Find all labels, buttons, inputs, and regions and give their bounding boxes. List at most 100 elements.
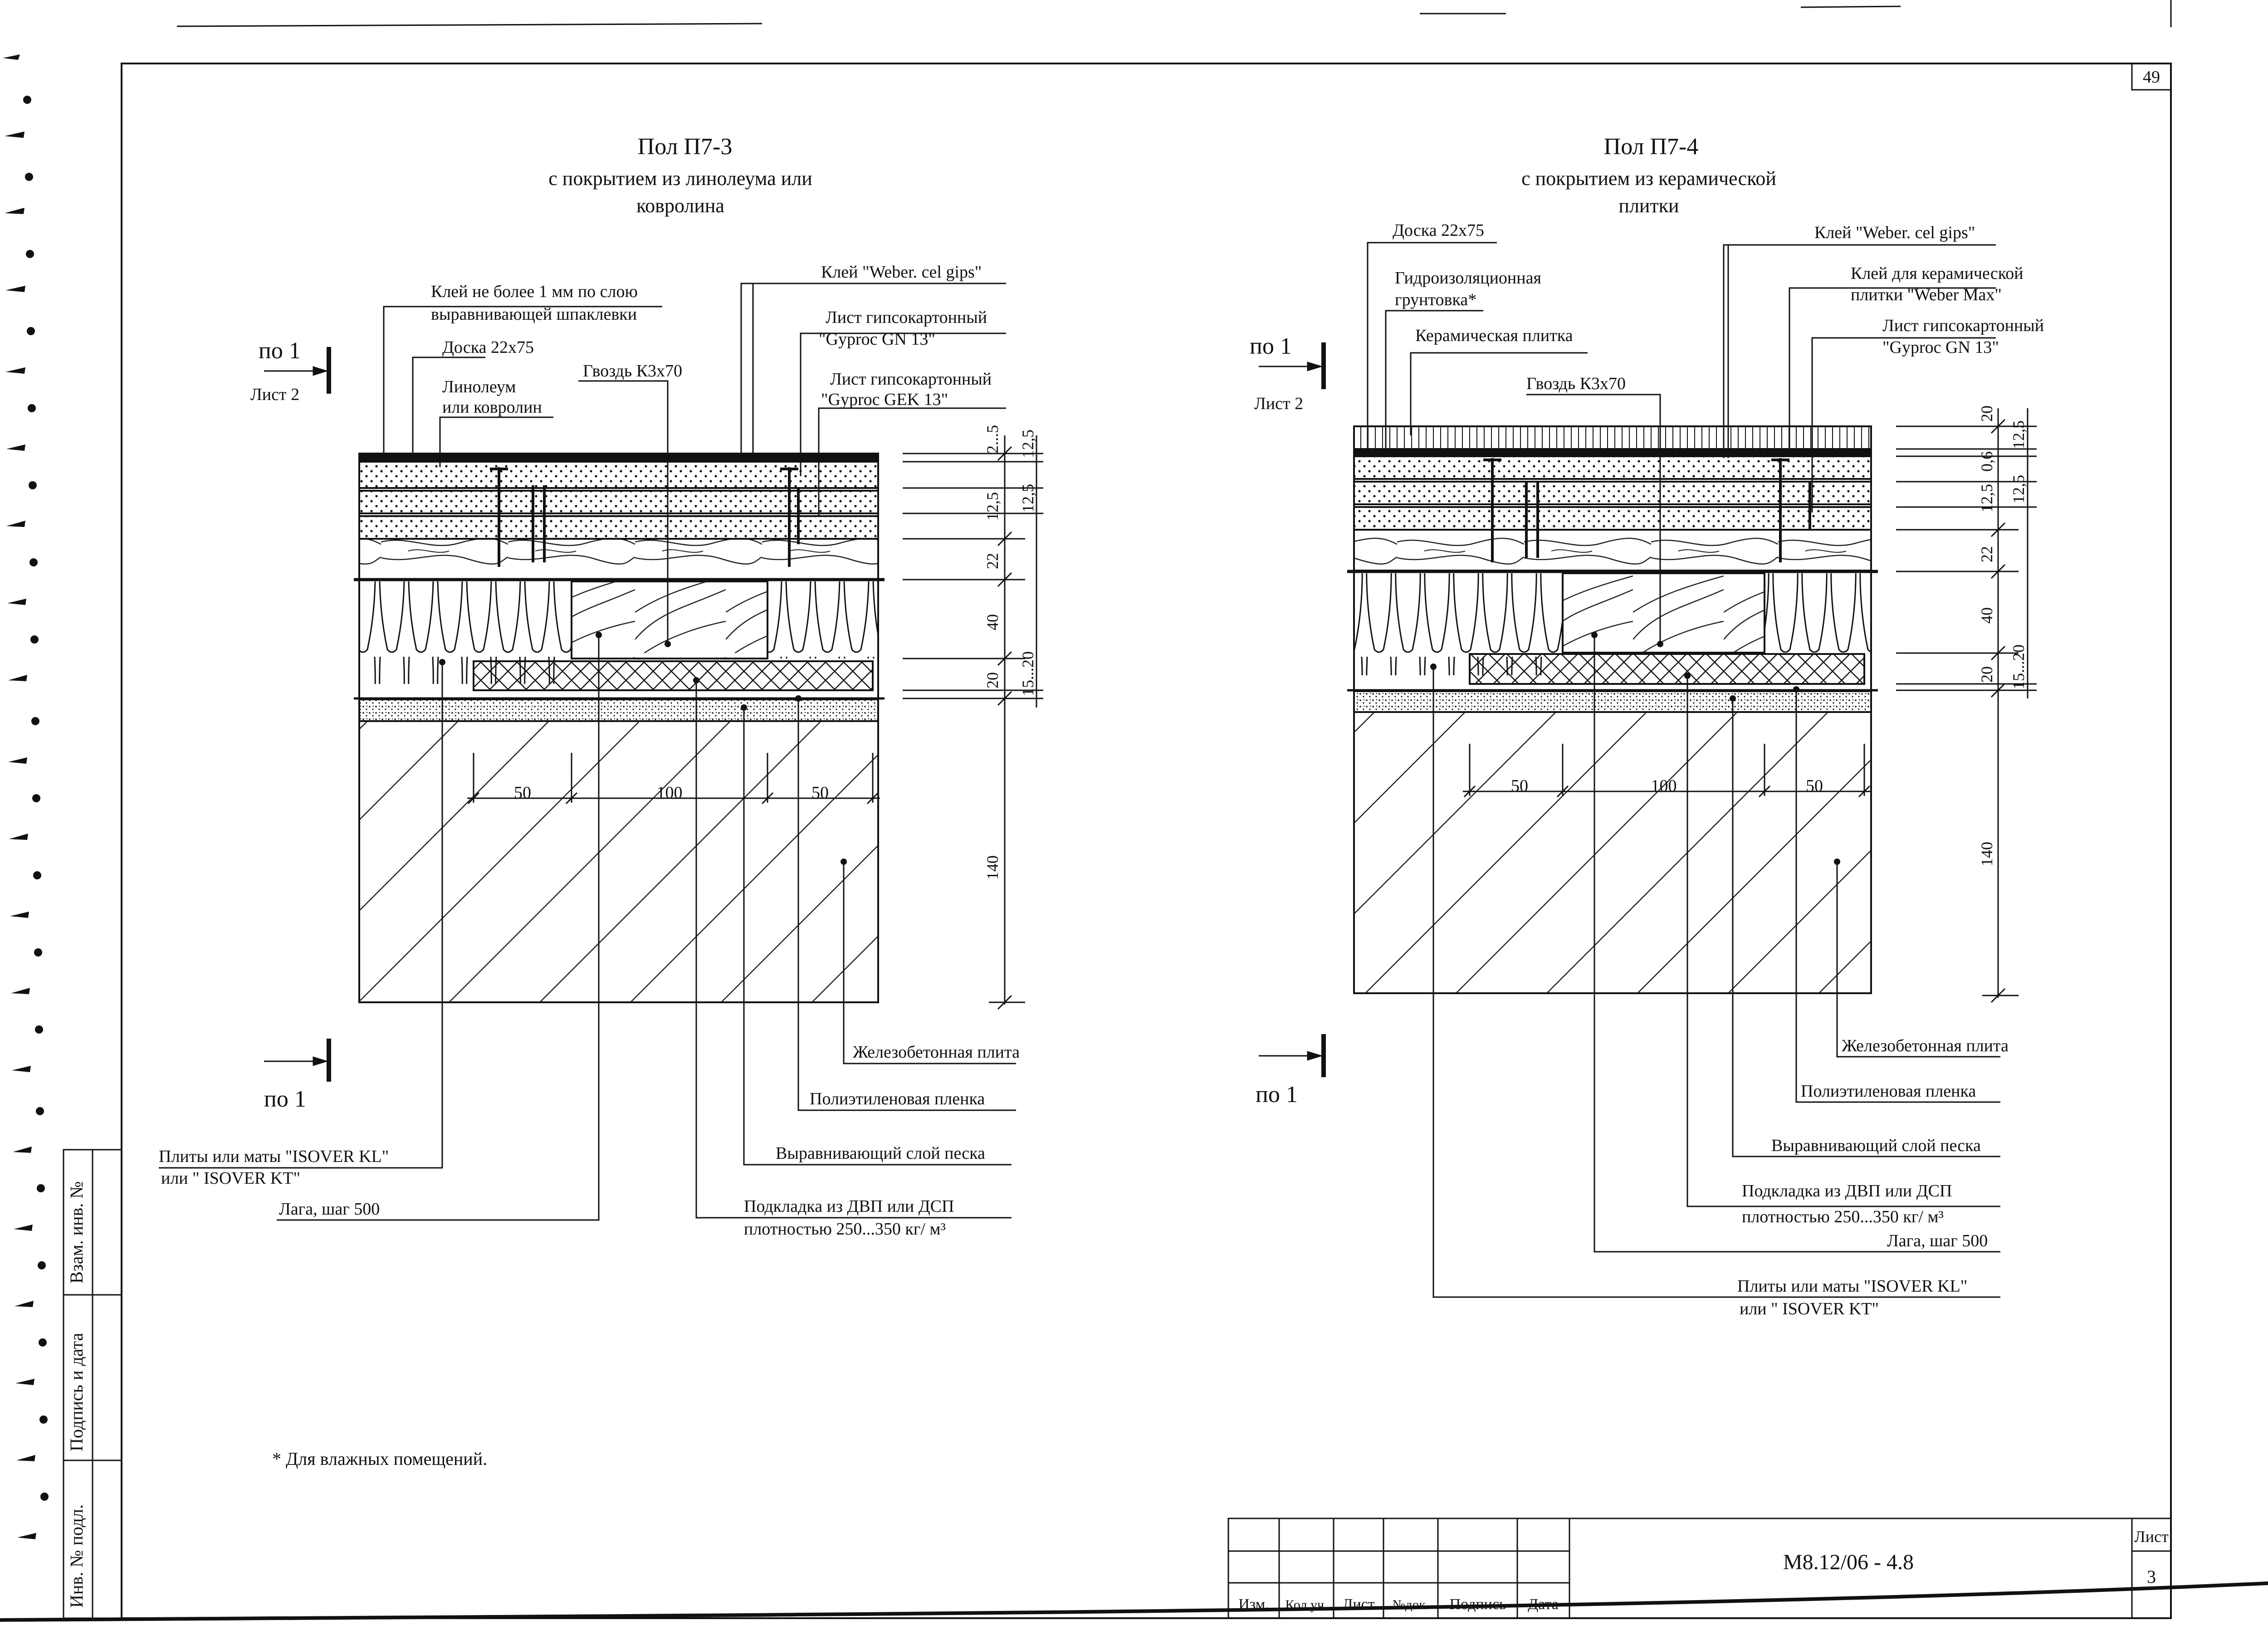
right-leaders — [1367, 242, 2000, 1298]
binding-holes — [3, 54, 49, 1539]
left-dim-w1: 50 — [514, 783, 531, 802]
left-dim-joist: 40 — [983, 614, 1002, 630]
right-label-slab: Железобетонная плита — [1842, 1036, 2009, 1055]
left-insulation-right — [767, 581, 878, 659]
left-label-gkl-gn-2: "Gyproc GN 13" — [819, 330, 935, 349]
stamp-izm: Изм. — [1238, 1596, 1269, 1613]
left-label-gkl-gek-1: Лист гипсокартонный — [830, 370, 992, 389]
right-section-marker-top — [1259, 342, 1326, 389]
right-dim-board: 22 — [1978, 546, 1996, 562]
right-dim-slab: 140 — [1978, 842, 1996, 866]
left-subtitle-2: ковролина — [636, 195, 724, 217]
left-label-weber: Клей "Weber. cel gips" — [821, 263, 982, 282]
side-label-inv: Инв. № подл. — [66, 1504, 87, 1608]
left-label-linoleum-1: Линолеум — [442, 377, 516, 396]
right-dim-gkl-3: 12,5 — [1978, 484, 1996, 512]
doc-code: М8.12/06 - 4.8 — [1783, 1550, 1914, 1574]
side-stamp — [63, 1149, 122, 1619]
right-label-joist: Лага, шаг 500 — [1887, 1231, 1988, 1250]
right-insulation-right — [1765, 573, 1871, 653]
left-label-slab: Железобетонная плита — [853, 1043, 1020, 1062]
left-label-pad-2: плотностью 250...350 кг/ м³ — [744, 1220, 946, 1239]
left-gkl-bottom — [358, 515, 879, 540]
left-label-gkl-gn-1: Лист гипсокартонный — [826, 308, 987, 327]
right-gkl-middle — [1353, 481, 1872, 505]
left-gkl-middle — [358, 490, 879, 514]
left-dim-gkl-2: 12,5 — [1019, 484, 1037, 512]
left-gkl-top — [358, 461, 879, 489]
sheet-value: 3 — [2147, 1566, 2156, 1587]
left-pad — [473, 660, 874, 691]
right-dim-w1: 50 — [1511, 776, 1528, 795]
sheet-label: Лист — [2134, 1527, 2169, 1546]
page-number-box — [2131, 63, 2172, 91]
title-block — [1227, 1518, 2172, 1619]
right-title: Пол П7-4 — [1604, 134, 1699, 160]
footnote: * Для влажных помещений. — [272, 1449, 487, 1469]
right-label-pad-2: плотностью 250...350 кг/ м³ — [1742, 1207, 1944, 1226]
right-dimensions — [1896, 408, 2037, 1003]
stamp-podpis: Подпись — [1450, 1596, 1506, 1613]
right-sand-layer — [1353, 690, 1872, 713]
right-label-sand: Выравнивающий слой песка — [1771, 1136, 1981, 1155]
left-dim-board: 22 — [983, 553, 1002, 569]
right-gkl-bottom — [1353, 506, 1872, 531]
right-tile-layer — [1353, 425, 1872, 450]
left-dim-pad: 20 — [983, 672, 1002, 688]
left-label-linoleum-2: или ковролин — [442, 398, 542, 417]
left-floor-section — [354, 453, 885, 1003]
left-label-sand: Выравнивающий слой песка — [776, 1144, 985, 1163]
left-dim-glue: 2...5 — [983, 425, 1002, 454]
left-dim-sand: 15...20 — [1019, 651, 1037, 696]
left-section-mark-top: по 1 — [259, 338, 301, 364]
stamp-list: Лист — [1342, 1596, 1374, 1613]
side-label-replace: Взам. инв. № — [66, 1181, 87, 1283]
left-subtitle-1: с покрытием из линолеума или — [548, 167, 812, 190]
right-label-gkl-2: "Gyproc GN 13" — [1882, 338, 1999, 357]
stamp-data: Дата — [1528, 1596, 1559, 1613]
right-label-isover-1: Плиты или маты "ISOVER KL" — [1737, 1277, 1967, 1296]
right-detail: Пол П7-4 с покрытием из керамической пли… — [1250, 134, 2044, 1318]
right-dim-pad: 20 — [1978, 666, 1996, 683]
left-title: Пол П7-3 — [638, 134, 733, 160]
right-dim-gkl-2: 12,5 — [2009, 475, 2028, 503]
right-label-primer-1: Гидроизоляционная — [1395, 268, 1541, 288]
right-label-gkl-1: Лист гипсокартонный — [1882, 316, 2044, 335]
right-gkl-top — [1353, 455, 1872, 480]
right-label-board: Доска 22х75 — [1393, 221, 1484, 240]
right-section-marker-bottom — [1259, 1034, 1326, 1077]
right-horizontal-dims — [1463, 744, 1871, 798]
left-label-joist: Лага, шаг 500 — [279, 1200, 380, 1219]
left-dim-w2: 100 — [657, 783, 683, 802]
right-pad — [1469, 653, 1865, 685]
left-label-pad-1: Подкладка из ДВП или ДСП — [744, 1197, 954, 1216]
right-label-tile-glue-1: Клей для керамической — [1851, 264, 2024, 283]
left-label-film: Полиэтиленовая пленка — [810, 1089, 985, 1108]
left-joist — [571, 581, 768, 659]
left-label-glue-2: выравнивающей шпаклевки — [431, 305, 637, 324]
left-label-isover-2: или " ISOVER KT" — [161, 1169, 300, 1188]
left-label-nail: Гвоздь К3х70 — [583, 361, 682, 381]
left-section-marker-bottom — [264, 1039, 331, 1082]
left-slab — [358, 720, 879, 1003]
left-dim-slab: 140 — [983, 855, 1002, 880]
right-floor-section — [1347, 425, 1878, 994]
left-horizontal-dims — [467, 753, 880, 805]
left-leader-dots — [439, 632, 847, 865]
left-dim-gkl-1: 12,5 — [1019, 429, 1037, 458]
left-detail: Пол П7-3 с покрытием из линолеума или ко… — [159, 134, 1043, 1239]
right-label-tile-glue-2: плитки "Weber Max" — [1851, 285, 2002, 304]
right-tile-glue — [1353, 448, 1872, 455]
page-number: 49 — [2143, 68, 2160, 87]
left-dimensions — [903, 435, 1043, 1010]
right-dim-sand: 15...20 — [2009, 644, 2028, 689]
right-label-primer-2: грунтовка* — [1395, 290, 1476, 309]
left-label-gkl-gek-2: "Gyproc GEK 13" — [821, 390, 948, 409]
right-slab — [1353, 711, 1872, 994]
left-section-ref: Лист 2 — [250, 385, 299, 404]
left-label-glue-1: Клей не более 1 мм по слою — [431, 282, 638, 301]
left-board-layer — [358, 538, 879, 581]
right-board-layer — [1353, 529, 1872, 571]
